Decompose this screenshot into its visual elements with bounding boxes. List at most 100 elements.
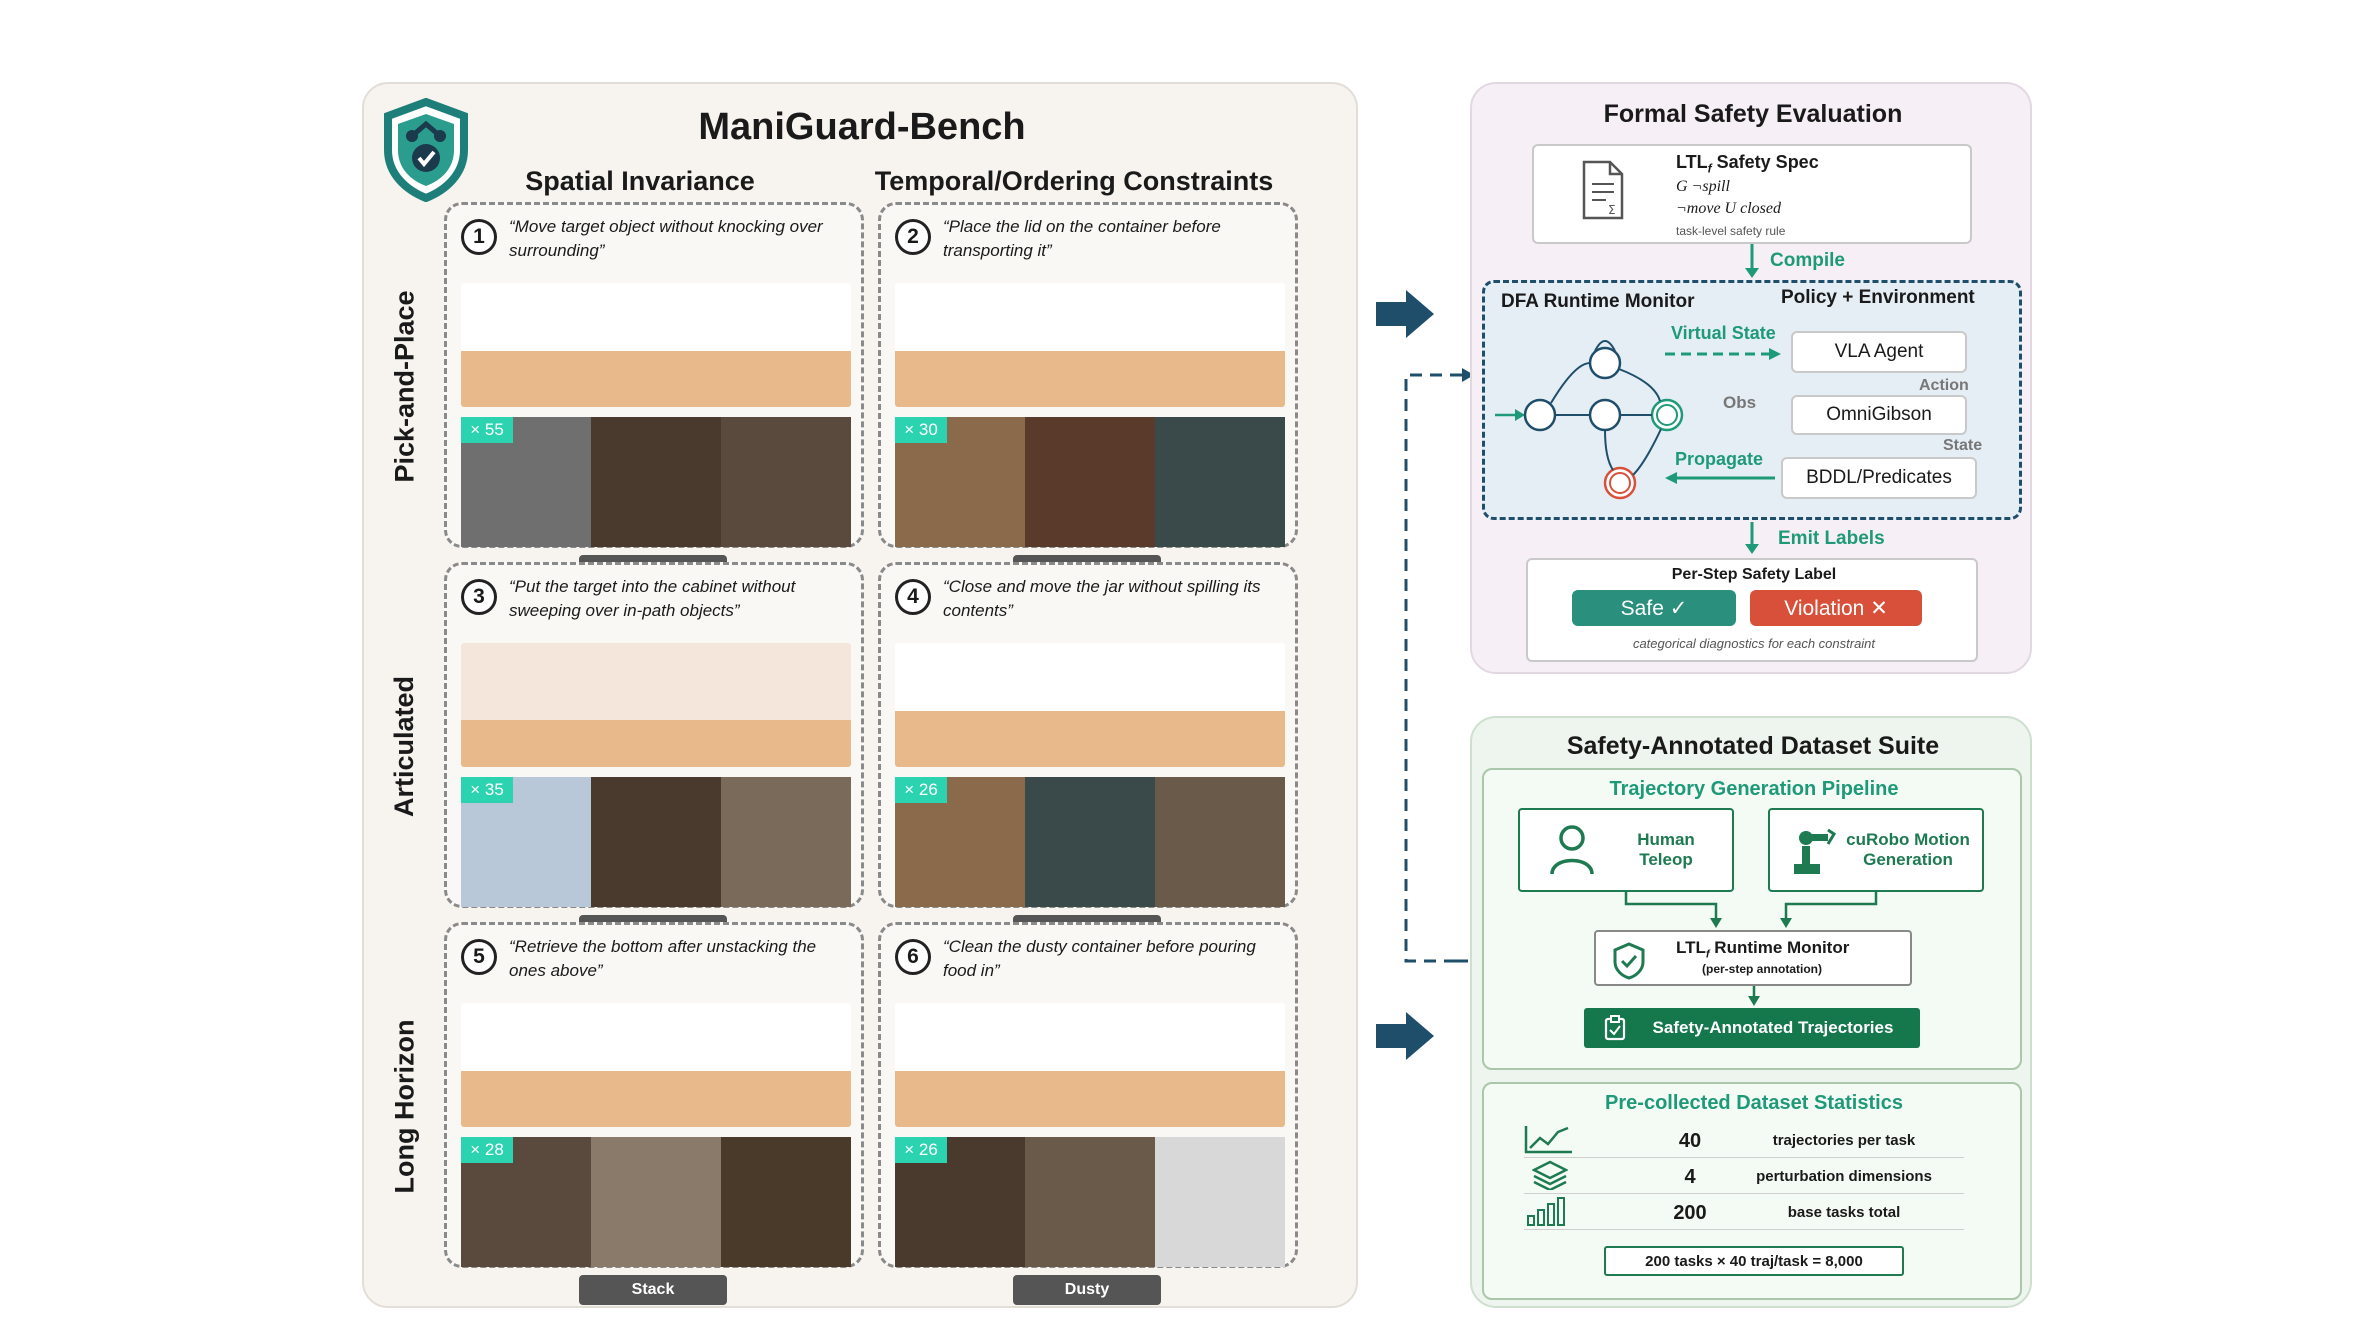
human-teleop-box: Human Teleop: [1518, 808, 1734, 892]
compile-arrow: [1745, 244, 1759, 278]
dashed-link: [1404, 373, 1462, 963]
safe-badge: Safe ✓: [1572, 590, 1736, 626]
compile-label: Compile: [1770, 250, 1845, 271]
shield-check-icon: [1613, 942, 1645, 980]
maniguard-bench-panel: ManiGuard-Bench Spatial Invariance Tempo…: [362, 82, 1358, 1308]
task-quote: “Close and move the jar without spilling…: [943, 577, 1261, 620]
stat-row: 4 perturbation dimensions: [1524, 1160, 1964, 1194]
line-chart-icon: [1524, 1126, 1572, 1154]
task-quote: “Retrieve the bottom after unstacking th…: [509, 937, 817, 980]
stat-label: perturbation dimensions: [1756, 1168, 1932, 1185]
scene-thumbnails: [895, 1137, 1285, 1267]
task-tag: Stack: [579, 1275, 727, 1305]
stat-value: 200: [1673, 1202, 1707, 1224]
task-quote: “Move target object without knocking ove…: [509, 217, 823, 260]
task-number: 6: [895, 939, 931, 975]
monitor-down-arrow: [1748, 986, 1760, 1006]
task-quote: “Place the lid on the container before t…: [943, 217, 1221, 260]
stat-label: trajectories per task: [1772, 1132, 1916, 1149]
stat-value: 40: [1678, 1130, 1702, 1152]
spec-line-1: G ¬spill: [1676, 178, 1730, 195]
document-icon: Σ: [1580, 160, 1626, 222]
emit-label: Emit Labels: [1778, 528, 1885, 549]
svg-text:Σ: Σ: [1608, 203, 1616, 217]
dfa-graph: [1495, 340, 1684, 500]
action-label: Action: [1919, 377, 1969, 394]
stat-value: 4: [1684, 1166, 1696, 1188]
stats-title: Pre-collected Dataset Statistics: [1605, 1092, 1903, 1114]
emit-arrow: [1745, 522, 1759, 554]
count-badge: × 26: [895, 1137, 947, 1163]
curobo-box: cuRobo Motion Generation: [1768, 808, 1984, 892]
arrow-to-formal: [1376, 290, 1434, 338]
stat-row: 40 trajectories per task: [1524, 1124, 1964, 1158]
robot-arm-icon: [1794, 828, 1836, 874]
trajectories-box: Safety-Annotated Trajectories: [1584, 1008, 1920, 1048]
merge-arrows: [1624, 892, 1878, 928]
scene-image: [895, 643, 1285, 767]
policy-label: Policy + Environment: [1781, 287, 1975, 308]
layers-icon: [1532, 1160, 1568, 1190]
task-card-1: 1 “Move target object without knocking o…: [444, 202, 864, 585]
shield-logo-icon: [382, 97, 470, 203]
spec-line-2: ¬move U closed: [1676, 200, 1781, 217]
scene-image: [461, 1003, 851, 1127]
label-caption: categorical diagnostics for each constra…: [1632, 636, 1876, 651]
dataset-title: Safety-Annotated Dataset Suite: [1566, 732, 1940, 760]
task-card-2: 2 “Place the lid on the container before…: [878, 202, 1298, 585]
task-card-6: 6 “Clean the dusty container before pour…: [878, 922, 1298, 1305]
count-badge: × 26: [895, 777, 947, 803]
monitor-region: DFA Runtime Monitor Policy + Environment…: [1482, 280, 2022, 520]
formal-title: Formal Safety Evaluation: [1603, 100, 1903, 128]
task-quote: “Put the target into the cabinet without…: [509, 577, 796, 620]
count-badge: × 35: [461, 777, 513, 803]
scene-image: [895, 283, 1285, 407]
stats-region: Pre-collected Dataset Statistics 40 traj…: [1482, 1082, 2022, 1300]
scene-thumbnails: [895, 777, 1285, 907]
task-quote: “Clean the dusty container before pourin…: [943, 937, 1256, 980]
bench-title: ManiGuard-Bench: [698, 106, 1026, 148]
task-card-4: 4 “Close and move the jar without spilli…: [878, 562, 1298, 945]
human-teleop-label: Human Teleop: [1637, 830, 1695, 869]
spec-title: LTLf Safety Spec: [1676, 152, 1819, 176]
task-tag: Dusty: [1013, 1275, 1161, 1305]
clipboard-icon: [1604, 1015, 1626, 1041]
pipeline-region: Trajectory Generation Pipeline Human Tel…: [1482, 768, 2022, 1070]
propagate-arrow: [1665, 472, 1775, 484]
count-badge: × 28: [461, 1137, 513, 1163]
total-formula: 200 tasks × 40 traj/task = 8,000: [1604, 1246, 1904, 1276]
scene-thumbnails: [895, 417, 1285, 547]
task-number: 3: [461, 579, 497, 615]
runtime-monitor-box: LTLf Runtime Monitor (per-step annotatio…: [1594, 930, 1912, 986]
trajectories-label: Safety-Annotated Trajectories: [1652, 1018, 1894, 1037]
bar-chart-icon: [1527, 1197, 1565, 1226]
scene-thumbnails: [461, 1137, 851, 1267]
column-header-temporal: Temporal/Ordering Constraints: [874, 166, 1274, 196]
task-number: 2: [895, 219, 931, 255]
task-number: 4: [895, 579, 931, 615]
scene-thumbnails: [461, 777, 851, 907]
column-header-spatial: Spatial Invariance: [525, 166, 755, 196]
arrow-to-dataset: [1376, 1012, 1434, 1060]
label-title: Per-Step Safety Label: [1671, 566, 1837, 583]
safety-label-box: Per-Step Safety Label Safe ✓ Violation ✕…: [1526, 558, 1978, 662]
scene-thumbnails: [461, 417, 851, 547]
spec-caption: task-level safety rule: [1676, 224, 1786, 238]
virtual-state-label: Virtual State: [1671, 323, 1776, 343]
propagate-label: Propagate: [1675, 449, 1764, 469]
omnigibson-box: OmniGibson: [1791, 395, 1967, 435]
person-icon: [1550, 825, 1594, 875]
runtime-monitor-title: LTLf Runtime Monitor: [1676, 938, 1850, 961]
scene-image: [461, 643, 851, 767]
count-badge: × 30: [895, 417, 947, 443]
vla-agent-box: VLA Agent: [1791, 331, 1967, 373]
dfa-label: DFA Runtime Monitor: [1501, 291, 1695, 312]
bddl-box: BDDL/Predicates: [1781, 457, 1977, 499]
stat-row: 200 base tasks total: [1524, 1196, 1964, 1230]
task-card-3: 3 “Put the target into the cabinet witho…: [444, 562, 864, 945]
scene-image: [461, 283, 851, 407]
obs-label: Obs: [1723, 393, 1757, 412]
runtime-monitor-note: (per-step annotation): [1702, 962, 1822, 976]
formal-safety-panel: Formal Safety Evaluation Σ LTLf Safety S…: [1470, 82, 2032, 674]
